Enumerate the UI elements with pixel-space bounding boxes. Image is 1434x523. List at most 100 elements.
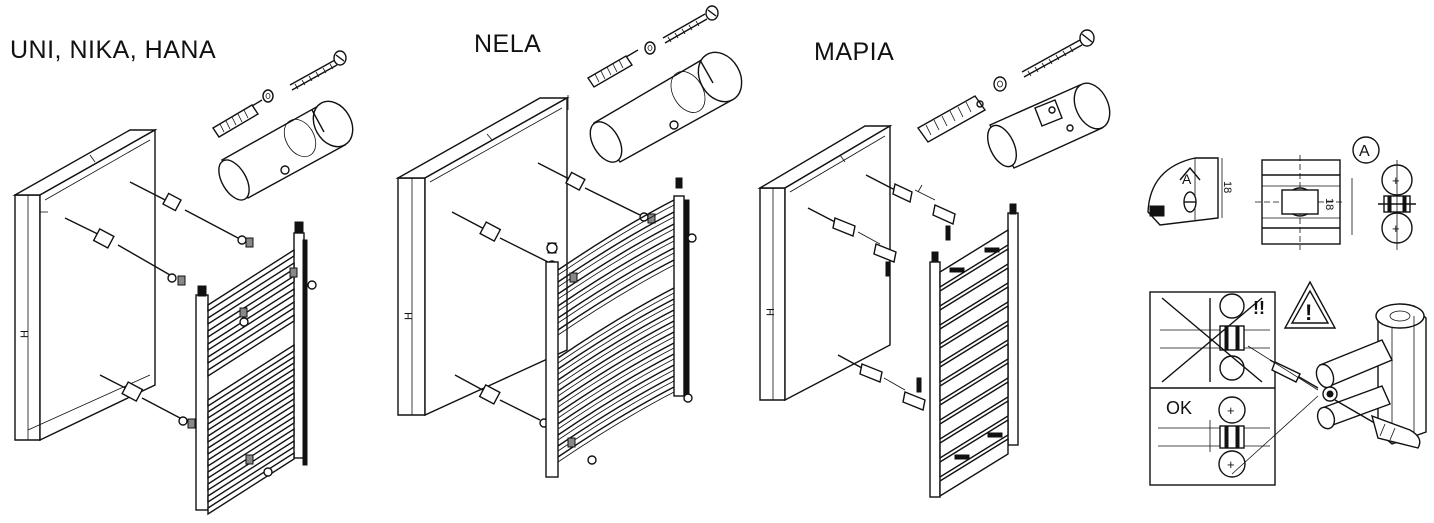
- radiator-bar: [557, 199, 675, 271]
- ok-label: OK: [1166, 398, 1192, 418]
- radiator-bar: [557, 292, 675, 364]
- screw-icon: [289, 50, 347, 91]
- radiator-bar: [207, 355, 295, 420]
- radiator-bar: [207, 300, 295, 365]
- radiator-uni: [195, 221, 317, 516]
- radiator-bar: [207, 439, 295, 504]
- radiator-panel: [939, 342, 1009, 403]
- bracket-cylinder: [589, 51, 743, 163]
- wall-panel: [395, 95, 570, 417]
- radiator-panel: [939, 247, 1009, 308]
- bracket-cylinder: [986, 82, 1111, 169]
- radiator-bar: [557, 235, 675, 307]
- radiator-bar: [557, 391, 675, 463]
- bracket-cylinder: [218, 100, 354, 201]
- radiator-panel: [939, 437, 1009, 498]
- ok-example: OK + +: [1158, 396, 1270, 478]
- radiator-detail: [954, 454, 970, 460]
- radiator-bar: [557, 309, 675, 381]
- radiator-nela: [545, 177, 697, 478]
- radiator-bar: [557, 358, 675, 430]
- installation-check-box: !! OK + +: [1149, 291, 1276, 486]
- radiator-bar: [557, 259, 675, 331]
- radiator-bar: [207, 403, 295, 468]
- wall-plug-icon: [212, 99, 263, 138]
- radiator-bar: [207, 379, 295, 444]
- svg-text:+: +: [1227, 457, 1235, 472]
- radiator-bar: [557, 314, 675, 386]
- plus-symbol: +: [1392, 173, 1400, 188]
- radiator-bar: [557, 336, 675, 408]
- radiator-mapia: [929, 203, 1019, 498]
- radiator-bar: [557, 247, 675, 319]
- leader-line: [1231, 395, 1319, 475]
- wall-plug-icon: [916, 95, 987, 143]
- title-uni-nika-hana: UNI, NIKA, HANA: [10, 36, 217, 64]
- group-uni-nika-hana: H: [12, 50, 354, 516]
- bracket-section: 18: [1255, 155, 1353, 250]
- radiator-panel: [939, 228, 1009, 289]
- radiator-bar: [207, 391, 295, 456]
- radiator-bar: [557, 298, 675, 370]
- screw-icon: [1021, 29, 1095, 78]
- radiator-bar: [207, 415, 295, 480]
- radiator-bar: [557, 287, 675, 359]
- tube-pair: + +: [1378, 160, 1416, 250]
- radiator-panel: [939, 323, 1009, 384]
- wall-panel: [757, 124, 893, 402]
- radiator-bar: [557, 353, 675, 425]
- group-nela: H: [395, 5, 743, 478]
- radiator-detail: [949, 267, 965, 273]
- screwdriver-icon: [1334, 399, 1421, 449]
- height-label: H: [19, 330, 31, 338]
- radiator-panel: [939, 399, 1009, 460]
- radiator-bar: [557, 320, 675, 392]
- dimension-18: 18: [1323, 198, 1335, 210]
- screw-icon: [662, 5, 719, 44]
- radiator-bar: [207, 343, 295, 408]
- radiator-bar: [557, 204, 675, 276]
- radiator-bar: [557, 364, 675, 436]
- height-label: H: [403, 312, 415, 320]
- radiator-bar: [557, 228, 675, 300]
- radiator-bar: [207, 367, 295, 432]
- radiator-bar: [557, 240, 675, 312]
- radiator-panel: [939, 361, 1009, 422]
- wall-plug-icon: [587, 49, 639, 88]
- radiator-bar: [557, 375, 675, 447]
- leader-line: [1247, 345, 1319, 391]
- title-nela: NELA: [474, 30, 542, 58]
- group-mapia: H: [757, 29, 1111, 498]
- radiator-bar: [557, 211, 675, 283]
- radiator-panel: [939, 266, 1009, 327]
- radiator-bar: [207, 248, 295, 313]
- radiator-bar: [557, 342, 675, 414]
- radiator-bar: [557, 252, 675, 324]
- detail-marker: A: [1182, 171, 1192, 187]
- radiator-bar: [207, 274, 295, 339]
- radiator-detail: [984, 247, 1000, 253]
- bracket-detail: A 18: [1147, 157, 1233, 226]
- height-label: H: [765, 308, 777, 316]
- radiator-bar: [557, 264, 675, 336]
- radiator-panel: [939, 380, 1009, 441]
- detail-a-marker: A: [1352, 136, 1380, 164]
- radiator-bar: [557, 223, 675, 295]
- warning-triangle-icon: !: [1283, 280, 1337, 329]
- radiator-detail: [987, 432, 1003, 438]
- radiator-bar: [207, 287, 295, 352]
- detail-a: A 18 18 A: [1147, 136, 1416, 250]
- radiator-bar: [557, 325, 675, 397]
- washer-icon: [262, 89, 274, 103]
- svg-text:A: A: [1359, 143, 1370, 160]
- radiator-panel: [939, 285, 1009, 346]
- wall-fixings: [64, 181, 254, 429]
- washer-icon: [993, 76, 1007, 92]
- wall-panel: [12, 128, 158, 442]
- wrong-example: !!: [1160, 293, 1270, 383]
- title-mapia: MAPIA: [814, 38, 895, 66]
- wall-fixings: [807, 174, 956, 411]
- radiator-bar: [557, 331, 675, 403]
